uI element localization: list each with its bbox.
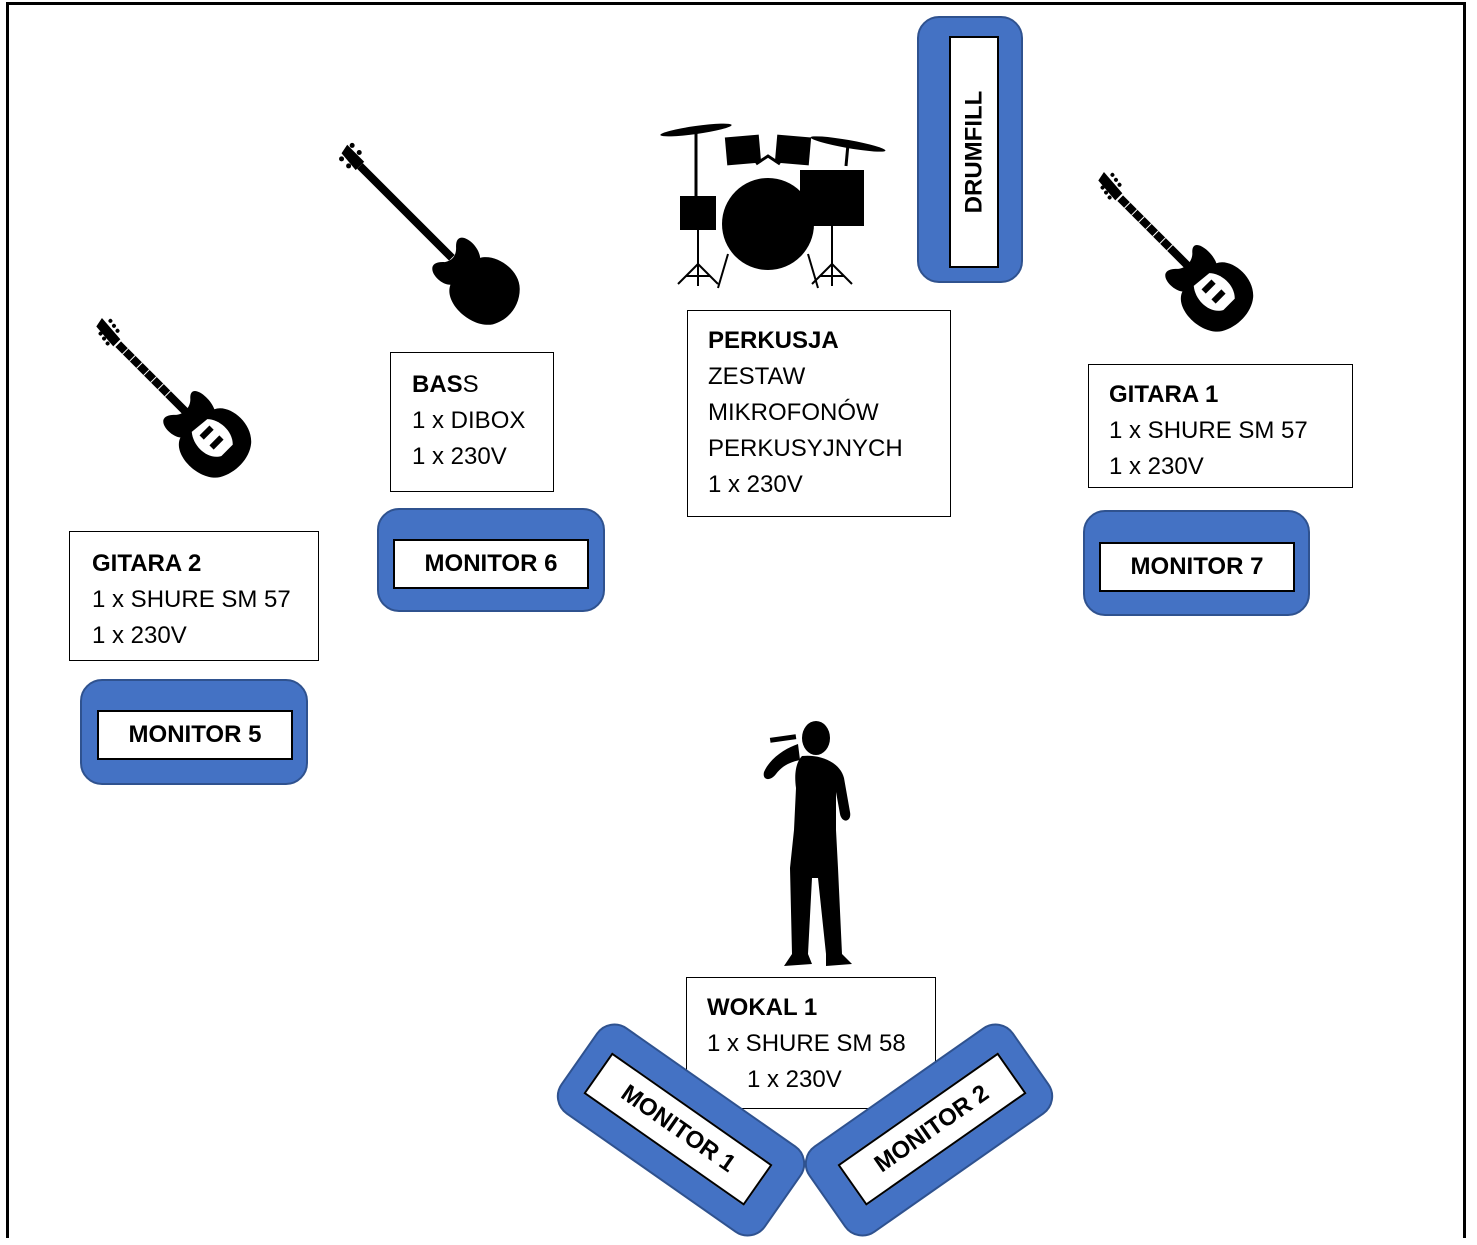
perkusja-title: PERKUSJA	[708, 327, 839, 354]
monitor-6-label: MONITOR 6	[393, 539, 589, 589]
gitara1-line: 1 x SHURE SM 57	[1109, 417, 1308, 444]
bass-guitar-icon	[339, 142, 520, 325]
monitor-7-label: MONITOR 7	[1099, 542, 1295, 592]
bass-title-rest: S	[462, 371, 479, 398]
bass-info-box: BASS 1 x DIBOX 1 x 230V	[390, 352, 554, 492]
perkusja-line: ZESTAW	[708, 363, 806, 390]
singer-silhouette-icon	[763, 721, 852, 966]
monitor-5: MONITOR 5	[80, 679, 308, 785]
gitara2-title: GITARA 2	[92, 550, 202, 577]
gitara1-info-box: GITARA 1 1 x SHURE SM 57 1 x 230V	[1088, 364, 1353, 488]
bass-title: BASS	[412, 367, 553, 403]
monitor-6: MONITOR 6	[377, 508, 605, 612]
electric-guitar-icon	[1098, 172, 1254, 332]
perkusja-line: MIKROFONÓW	[708, 399, 879, 426]
monitor-7: MONITOR 7	[1083, 510, 1310, 616]
bass-line: 1 x 230V	[412, 443, 507, 470]
bass-line: 1 x DIBOX	[412, 407, 526, 434]
gitara2-line: 1 x SHURE SM 57	[92, 586, 291, 613]
wokal1-line: 1 x SHURE SM 58	[707, 1030, 906, 1057]
perkusja-line: PERKUSYJNYCH	[708, 435, 903, 462]
electric-guitar-icon	[96, 318, 252, 478]
wokal1-title: WOKAL 1	[707, 994, 818, 1021]
gitara2-line: 1 x 230V	[92, 622, 187, 649]
wokal1-line: 1 x 230V	[747, 1066, 842, 1093]
drumfill-text: DRUMFILL	[960, 90, 988, 214]
bass-title-bold: BAS	[412, 371, 463, 398]
gitara2-info-box: GITARA 2 1 x SHURE SM 57 1 x 230V	[69, 531, 319, 661]
gitara1-title: GITARA 1	[1109, 381, 1219, 408]
perkusja-line: 1 x 230V	[708, 471, 803, 498]
gitara1-line: 1 x 230V	[1109, 453, 1204, 480]
drumfill-label: DRUMFILL	[949, 36, 999, 268]
stage-frame	[6, 2, 1466, 1238]
drum-kit-icon	[660, 123, 886, 289]
monitor-5-label: MONITOR 5	[97, 710, 293, 760]
perkusja-info-box: PERKUSJA ZESTAW MIKROFONÓW PERKUSYJNYCH …	[687, 310, 951, 517]
drumfill-monitor: DRUMFILL	[917, 16, 1023, 283]
wokal1-info-box: WOKAL 1 1 x SHURE SM 58 1 x 230V	[686, 977, 936, 1109]
